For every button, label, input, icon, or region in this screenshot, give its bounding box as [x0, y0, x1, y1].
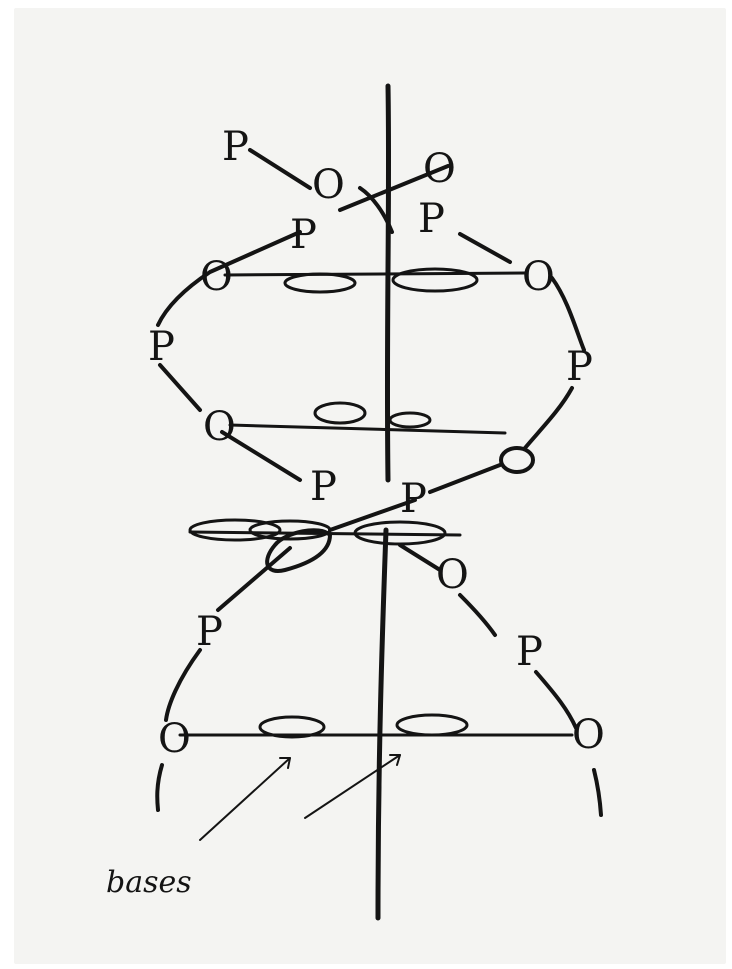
backbone-left: [157, 150, 310, 810]
phosphate-label: P: [290, 212, 317, 258]
phosphate-label: P: [516, 629, 543, 675]
sugar-label: O: [312, 162, 345, 208]
arrow-to-base-left: [200, 758, 290, 840]
phosphate-label: P: [418, 196, 445, 242]
sugar-label: O: [200, 254, 233, 300]
sugar-label: O: [572, 712, 605, 758]
base-pair-1: [225, 269, 525, 292]
helix-axis-lower: [378, 530, 386, 918]
sugar-label: O: [423, 146, 456, 192]
phosphate-label: P: [148, 324, 175, 370]
sugar-label: O: [158, 716, 191, 762]
helix-axis-upper: [387, 86, 388, 480]
base-pair-2: [230, 403, 533, 472]
sugar-label: O: [203, 404, 236, 450]
phosphate-label: P: [196, 609, 223, 655]
phosphate-label: P: [222, 124, 249, 170]
bases-caption: bases: [106, 865, 192, 900]
base-pair-3: [190, 520, 460, 571]
sugar-label: O: [436, 552, 469, 598]
arrow-to-base-right: [305, 755, 400, 818]
sugar-label: O: [522, 254, 555, 300]
phosphate-label: P: [566, 344, 593, 390]
phosphate-label: P: [310, 464, 337, 510]
phosphate-label: P: [400, 476, 427, 522]
base-pair-4: [180, 715, 572, 737]
